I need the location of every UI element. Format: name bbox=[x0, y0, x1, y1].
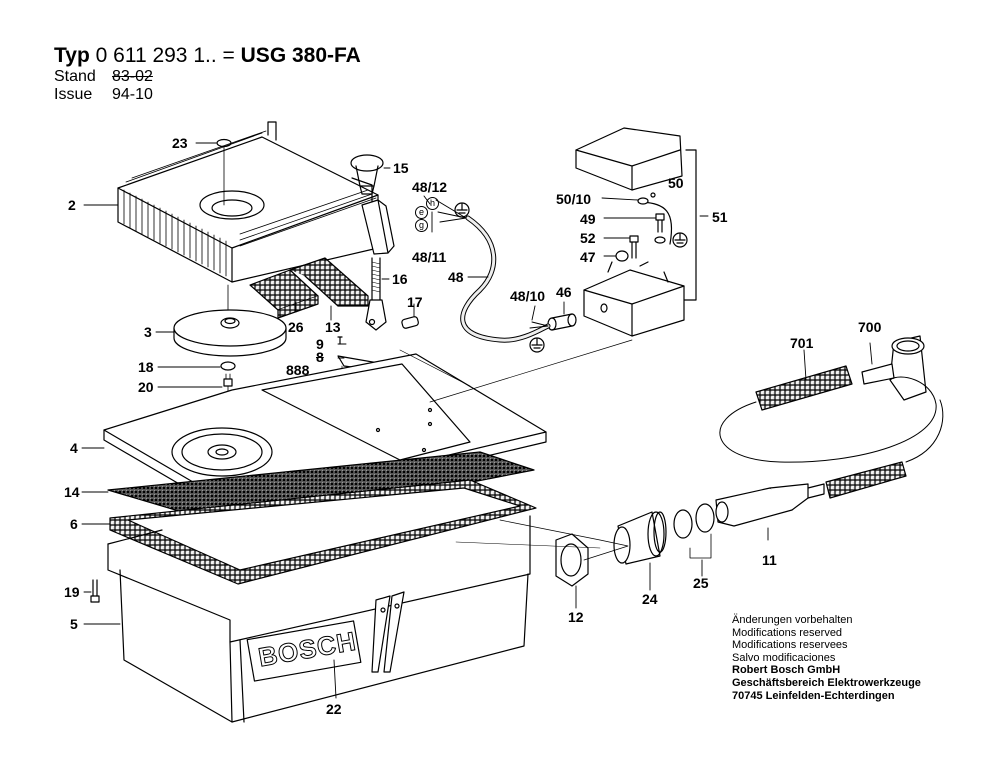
ground-symbol-1 bbox=[454, 202, 470, 218]
nameplate-22 bbox=[246, 620, 362, 682]
seal-frame-6 bbox=[109, 479, 537, 585]
callout-15: 15 bbox=[393, 160, 409, 176]
tank-5 bbox=[107, 515, 531, 723]
leader-lines bbox=[81, 142, 873, 699]
nut-47 bbox=[615, 250, 629, 262]
callout-20: 20 bbox=[138, 379, 154, 395]
washer-18 bbox=[220, 361, 236, 371]
callout-19: 19 bbox=[64, 584, 80, 600]
heat-sink-housing bbox=[117, 121, 379, 283]
callout-18: 18 bbox=[138, 359, 154, 375]
coupling-11 bbox=[715, 483, 825, 527]
document-header: Typ 0 611 293 1.. = USG 380-FA Stand 83-0… bbox=[54, 44, 361, 104]
callout-23: 23 bbox=[172, 135, 188, 151]
o-ring-2 bbox=[695, 503, 715, 533]
star-knob-15 bbox=[350, 154, 384, 195]
threaded-rod-16 bbox=[365, 257, 387, 331]
stand-value: 83-02 bbox=[112, 68, 153, 85]
callout-26: 26 bbox=[288, 319, 304, 335]
callout-9: 9 bbox=[316, 336, 324, 352]
threaded-sleeve-24 bbox=[613, 511, 667, 565]
callout-22: 22 bbox=[326, 701, 342, 717]
legal-notes: Änderungen vorbehalten Modifications res… bbox=[732, 614, 921, 702]
note-line-en: Modifications reserved bbox=[732, 626, 843, 639]
note-line-es: Salvo modificaciones bbox=[732, 651, 836, 664]
callout-8-struck: 8 bbox=[316, 349, 324, 365]
foam-strip-13 bbox=[289, 257, 369, 307]
washer-23 bbox=[216, 138, 232, 148]
typ-equals: = bbox=[222, 44, 235, 67]
ground-lead-50-10 bbox=[642, 201, 673, 245]
o-ring-1 bbox=[673, 509, 693, 539]
typ-number: 0 611 293 1.. bbox=[95, 44, 217, 67]
ground-symbol-3 bbox=[672, 232, 688, 248]
note-line-fr: Modifications reservees bbox=[732, 639, 848, 652]
hose-701 bbox=[755, 365, 853, 411]
company-name: Robert Bosch GmbH bbox=[732, 664, 841, 677]
screw-9 bbox=[337, 336, 343, 345]
callout-48: 48 bbox=[448, 269, 464, 285]
callout-47: 47 bbox=[580, 249, 596, 265]
disc-3 bbox=[173, 309, 287, 357]
wire-marker-g: g bbox=[415, 219, 428, 232]
callout-4: 4 bbox=[70, 440, 78, 456]
issue-line: Issue 94-10 bbox=[54, 86, 361, 104]
callout-52: 52 bbox=[580, 230, 596, 246]
pin-17 bbox=[401, 316, 419, 329]
callout-3: 3 bbox=[144, 324, 152, 340]
issue-value: 94-10 bbox=[112, 86, 153, 103]
callout-12: 12 bbox=[568, 609, 584, 625]
company-division: Geschäftsbereich Elektrowerkzeuge bbox=[732, 676, 921, 689]
callout-2: 2 bbox=[68, 197, 76, 213]
screw-49 bbox=[655, 213, 665, 233]
cable-48 bbox=[460, 215, 551, 343]
callout-11: 11 bbox=[762, 552, 777, 568]
ground-symbol-2 bbox=[529, 337, 545, 353]
stand-label: Stand bbox=[54, 68, 96, 85]
lock-nut-12 bbox=[555, 533, 589, 587]
cover-50 bbox=[575, 127, 683, 198]
callout-24: 24 bbox=[642, 591, 658, 607]
callout-48-10: 48/10 bbox=[510, 288, 546, 304]
callout-48-12: 48/12 bbox=[412, 179, 448, 195]
callout-700: 700 bbox=[858, 319, 882, 335]
nozzle-700 bbox=[861, 335, 927, 401]
screw-52 bbox=[629, 235, 639, 259]
screw-19 bbox=[90, 579, 100, 603]
callout-50: 50 bbox=[668, 175, 684, 191]
note-line-de: Änderungen vorbehalten bbox=[732, 614, 853, 626]
issue-label: Issue bbox=[54, 86, 93, 103]
callout-46: 46 bbox=[556, 284, 572, 300]
callout-51: 51 bbox=[712, 209, 728, 225]
callout-701: 701 bbox=[790, 335, 814, 351]
junction-box bbox=[583, 261, 685, 337]
typ-label: Typ bbox=[54, 44, 90, 67]
company-address: 70745 Leinfelden-Echterdingen bbox=[732, 689, 895, 702]
stand-line: Stand 83-02 bbox=[54, 68, 361, 86]
wire-marker-h: h bbox=[426, 197, 439, 210]
wire-marker-e: e bbox=[415, 206, 428, 219]
callout-13: 13 bbox=[325, 319, 341, 335]
model-name: USG 380-FA bbox=[240, 44, 361, 67]
callout-17: 17 bbox=[407, 294, 423, 310]
callout-14: 14 bbox=[64, 484, 80, 500]
type-line: Typ 0 611 293 1.. = USG 380-FA bbox=[54, 44, 361, 68]
callout-16: 16 bbox=[392, 271, 408, 287]
hose-segment bbox=[825, 461, 907, 499]
callout-49: 49 bbox=[580, 211, 596, 227]
cable-gland-46 bbox=[547, 313, 577, 331]
callout-6: 6 bbox=[70, 516, 78, 532]
callout-25: 25 bbox=[693, 575, 709, 591]
callout-50-10: 50/10 bbox=[556, 191, 592, 207]
callout-5: 5 bbox=[70, 616, 78, 632]
clamp-bracket bbox=[361, 199, 395, 255]
callout-48-11: 48/11 bbox=[412, 249, 447, 265]
callout-888: 888 bbox=[286, 362, 310, 378]
